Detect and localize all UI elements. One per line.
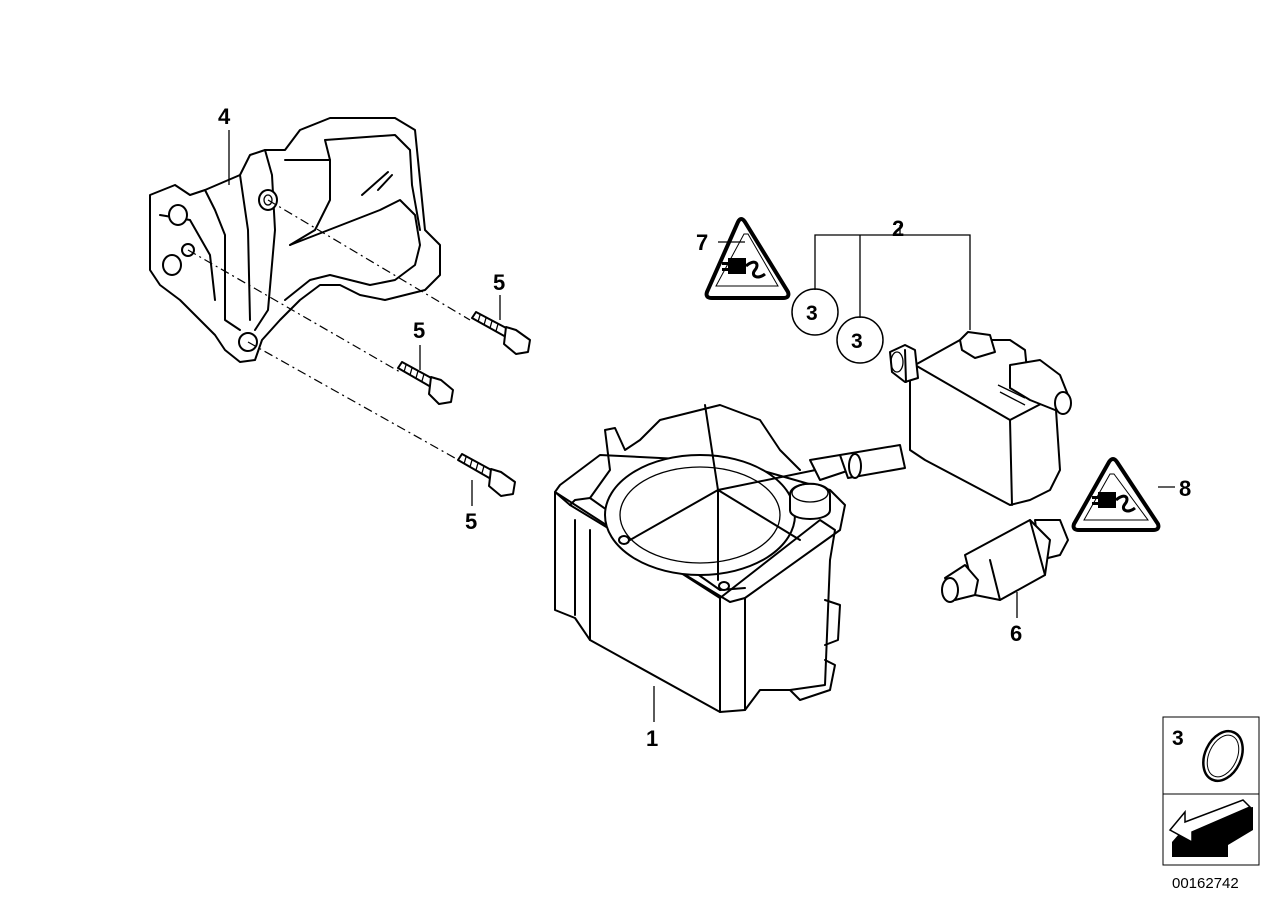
legend-item-number: 3	[1172, 727, 1184, 750]
arrow-icon	[1168, 799, 1253, 857]
connector-icon	[722, 258, 766, 279]
legend-box: 3	[1162, 716, 1260, 866]
warning-triangle-7	[704, 217, 791, 300]
callout-part-7: 7	[696, 230, 708, 255]
bolt-upper	[471, 311, 531, 355]
callout-part-4: 4	[218, 104, 231, 129]
assembly-lines	[187, 199, 471, 463]
leader-lines	[228, 130, 1175, 722]
mounting-bracket	[149, 117, 441, 363]
catalog-number: 00162742	[1172, 875, 1239, 892]
callout-part-5-middle: 5	[413, 318, 425, 343]
callout-part-8: 8	[1179, 476, 1191, 501]
o-ring-icon	[1202, 729, 1244, 783]
callout-part-3-a: 3	[806, 302, 818, 325]
fuel-filter-housing	[554, 404, 906, 713]
connector-icon	[1092, 492, 1136, 513]
callout-part-5-lower: 5	[465, 509, 477, 534]
heater-unit	[889, 331, 1072, 506]
bolt-middle	[397, 361, 454, 405]
warning-triangle-8	[1071, 457, 1161, 532]
callout-part-5-upper: 5	[493, 270, 505, 295]
callout-part-6: 6	[1010, 621, 1022, 646]
bolt-lower	[457, 453, 516, 497]
callout-part-2: 2	[892, 216, 904, 241]
callout-part-3-b: 3	[851, 330, 863, 353]
callout-part-1: 1	[646, 726, 658, 751]
pressure-sensor	[941, 519, 1069, 603]
